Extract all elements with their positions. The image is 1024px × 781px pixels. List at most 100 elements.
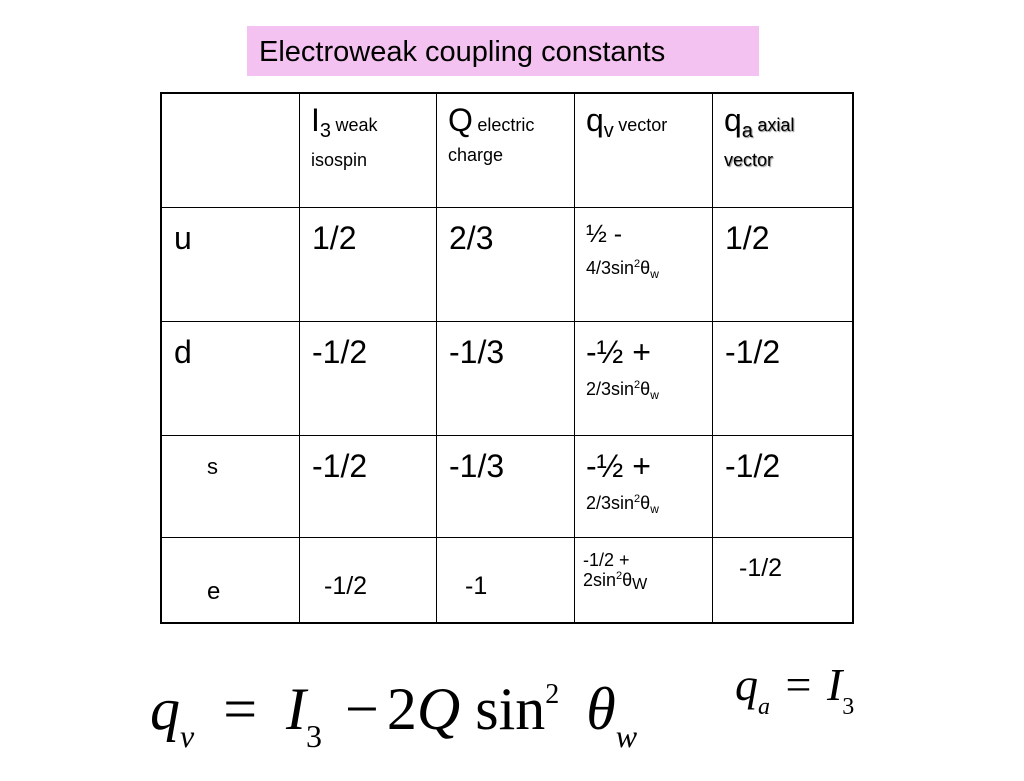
sin-exponent: 2 [616,570,623,583]
i3-symbol: I [311,102,320,138]
formula-squared: 2 [545,679,560,710]
qv-sin-text: 4/3sin [586,257,635,278]
sin-exponent: 2 [634,378,641,391]
qv-line2: 2/3sin2θw [586,492,659,516]
qv-line1: -1/2 + [583,549,630,570]
header-i3: I3 weak isospin [299,92,437,208]
header-empty-cell [160,92,300,208]
formula-theta: θ [586,676,616,742]
formula-2: 2 [386,676,417,742]
formula-minus: − [345,676,379,742]
i3-cell: -1/2 [299,434,437,538]
table-row: e -1/2 -1 -1/2 + 2sin2θW -1/2 [160,536,854,624]
vector-coupling-formula: qv = I3 −2Q sin2 θw [150,650,637,754]
formula-q: q [150,676,180,742]
qa-cell: -1/2 [712,434,854,538]
q-cell: 2/3 [436,206,575,322]
formula-3-subscript: 3 [306,718,323,754]
formula-I: I [286,676,307,742]
qv-cell: -1/2 + 2sin2θW [574,536,713,624]
i3-cell: -1/2 [299,320,437,436]
qa-cell: -1/2 [712,320,854,436]
q-cell: -1/3 [436,434,575,538]
formula-qa-q: q [735,659,758,710]
q-value: -1/3 [449,447,505,484]
theta-symbol: θ [622,570,633,591]
qv-subscript: v [603,120,614,142]
i3-value: -1/2 [312,333,368,370]
qa-symbol: q [724,102,742,138]
formula-sin: sin [475,676,546,742]
sin-exponent: 2 [634,257,641,270]
i3-cell: 1/2 [299,206,437,322]
particle-d: d [174,333,192,370]
formula-qa-a-subscript: a [758,694,770,720]
qv-line1: -½ + [586,447,651,484]
header-qv: qv vector [574,92,713,208]
formula-qa-equals: = [785,659,812,710]
qv-cell: -½ + 2/3sin2θw [574,434,713,538]
qa-subscript: a [741,120,753,142]
i3-cell: -1/2 [299,536,437,624]
table-header-row: I3 weak isospin Q electric charge qv vec… [160,92,854,208]
particle-cell: s [160,434,300,538]
i3-value: 1/2 [312,219,357,256]
qv-sin-text: 2sin [583,570,617,591]
qa-cell: 1/2 [712,206,854,322]
particle-cell: e [160,536,300,624]
qv-label-vector: vector [618,115,668,135]
particle-cell: u [160,206,300,322]
qv-line2: 2sin2θW [583,570,647,594]
qa-value: -1/2 [725,333,781,370]
qv-symbol: q [586,102,604,138]
table-row: s -1/2 -1/3 -½ + 2/3sin2θw -1/2 [160,434,854,538]
formula-Q: Q [416,676,461,742]
q-value: -1 [465,571,488,600]
header-q: Q electric charge [436,92,575,208]
table-row: u 1/2 2/3 ½ - 4/3sin2θw 1/2 [160,206,854,322]
qa-value: -1/2 [739,553,783,582]
formula-qa-3-subscript: 3 [842,694,855,720]
slide-title: Electroweak coupling constants [247,26,759,76]
qv-sin-text: 2/3sin [586,378,635,399]
particle-cell: d [160,320,300,436]
i3-value: -1/2 [324,571,368,600]
theta-subscript: w [650,387,659,402]
coupling-table: I3 weak isospin Q electric charge qv vec… [160,92,854,624]
qa-label-vector: vector [724,150,774,170]
sin-exponent: 2 [634,492,641,505]
qv-sin-text: 2/3sin [586,492,635,513]
theta-symbol: θ [640,378,651,399]
formula-w-subscript: w [615,718,638,754]
table-row: d -1/2 -1/3 -½ + 2/3sin2θw -1/2 [160,320,854,436]
q-symbol: Q [448,102,473,138]
qa-cell: -1/2 [712,536,854,624]
formula-v-subscript: v [180,718,195,754]
formula-qa-I: I [826,659,843,710]
theta-subscript: w [650,501,659,516]
theta-subscript: W [632,576,648,594]
i3-value: -1/2 [312,447,368,484]
i3-label-weak: weak [335,115,378,135]
q-label-charge: charge [448,145,504,165]
qv-line2: 4/3sin2θw [586,257,659,281]
qv-line2: 2/3sin2θw [586,378,659,402]
qv-line1: -½ + [586,333,651,370]
i3-label-isospin: isospin [311,150,368,170]
qv-line1: ½ - [586,219,623,248]
qv-cell: ½ - 4/3sin2θw [574,206,713,322]
theta-subscript: w [650,266,659,281]
q-value: -1/3 [449,333,505,370]
qa-label-axial: axial [757,115,795,135]
formula-equals: = [223,676,258,742]
q-value: 2/3 [449,219,494,256]
q-cell: -1 [436,536,575,624]
theta-symbol: θ [640,492,651,513]
i3-subscript: 3 [319,120,332,142]
qa-value: 1/2 [725,219,770,256]
theta-symbol: θ [640,257,651,278]
particle-e: e [207,577,221,605]
qa-value: -1/2 [725,447,781,484]
q-cell: -1/3 [436,320,575,436]
axial-coupling-formula: qa = I3 [735,650,854,720]
